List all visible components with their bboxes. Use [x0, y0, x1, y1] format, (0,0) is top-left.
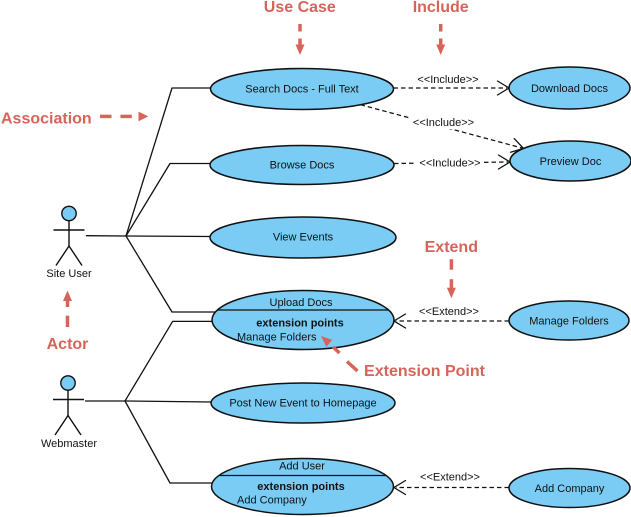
svg-text:Webmaster: Webmaster — [41, 438, 97, 450]
svg-text:Add Company: Add Company — [535, 483, 605, 495]
svg-text:Download Docs: Download Docs — [531, 83, 609, 95]
svg-text:Upload Docs: Upload Docs — [270, 297, 333, 309]
svg-text:extension points: extension points — [257, 481, 344, 493]
svg-text:<<Extend>>: <<Extend>> — [420, 472, 480, 484]
svg-text:Use Case: Use Case — [264, 0, 336, 16]
svg-text:Include: Include — [413, 0, 469, 16]
svg-text:<<Include>>: <<Include>> — [417, 74, 478, 86]
svg-text:<<Include>>: <<Include>> — [413, 117, 474, 129]
svg-text:Browse Docs: Browse Docs — [270, 160, 335, 172]
svg-text:Manage Folders: Manage Folders — [237, 332, 317, 344]
svg-text:Search Docs - Full Text: Search Docs - Full Text — [245, 84, 359, 96]
svg-text:Add Company: Add Company — [237, 495, 307, 507]
svg-text:Extend: Extend — [425, 239, 478, 256]
svg-text:Manage Folders: Manage Folders — [529, 316, 609, 328]
svg-text:View Events: View Events — [273, 232, 334, 244]
svg-text:Actor: Actor — [47, 336, 89, 353]
svg-text:<<Include>>: <<Include>> — [419, 158, 480, 170]
svg-text:extension points: extension points — [256, 318, 343, 330]
svg-text:Post New Event to Homepage: Post New Event to Homepage — [229, 398, 376, 410]
svg-text:Association: Association — [1, 111, 92, 128]
svg-text:Preview Doc: Preview Doc — [540, 156, 602, 168]
svg-text:<<Extend>>: <<Extend>> — [419, 306, 479, 318]
svg-text:Site User: Site User — [46, 268, 92, 280]
svg-text:Extension Point: Extension Point — [364, 363, 486, 380]
svg-text:Add User: Add User — [279, 461, 325, 473]
